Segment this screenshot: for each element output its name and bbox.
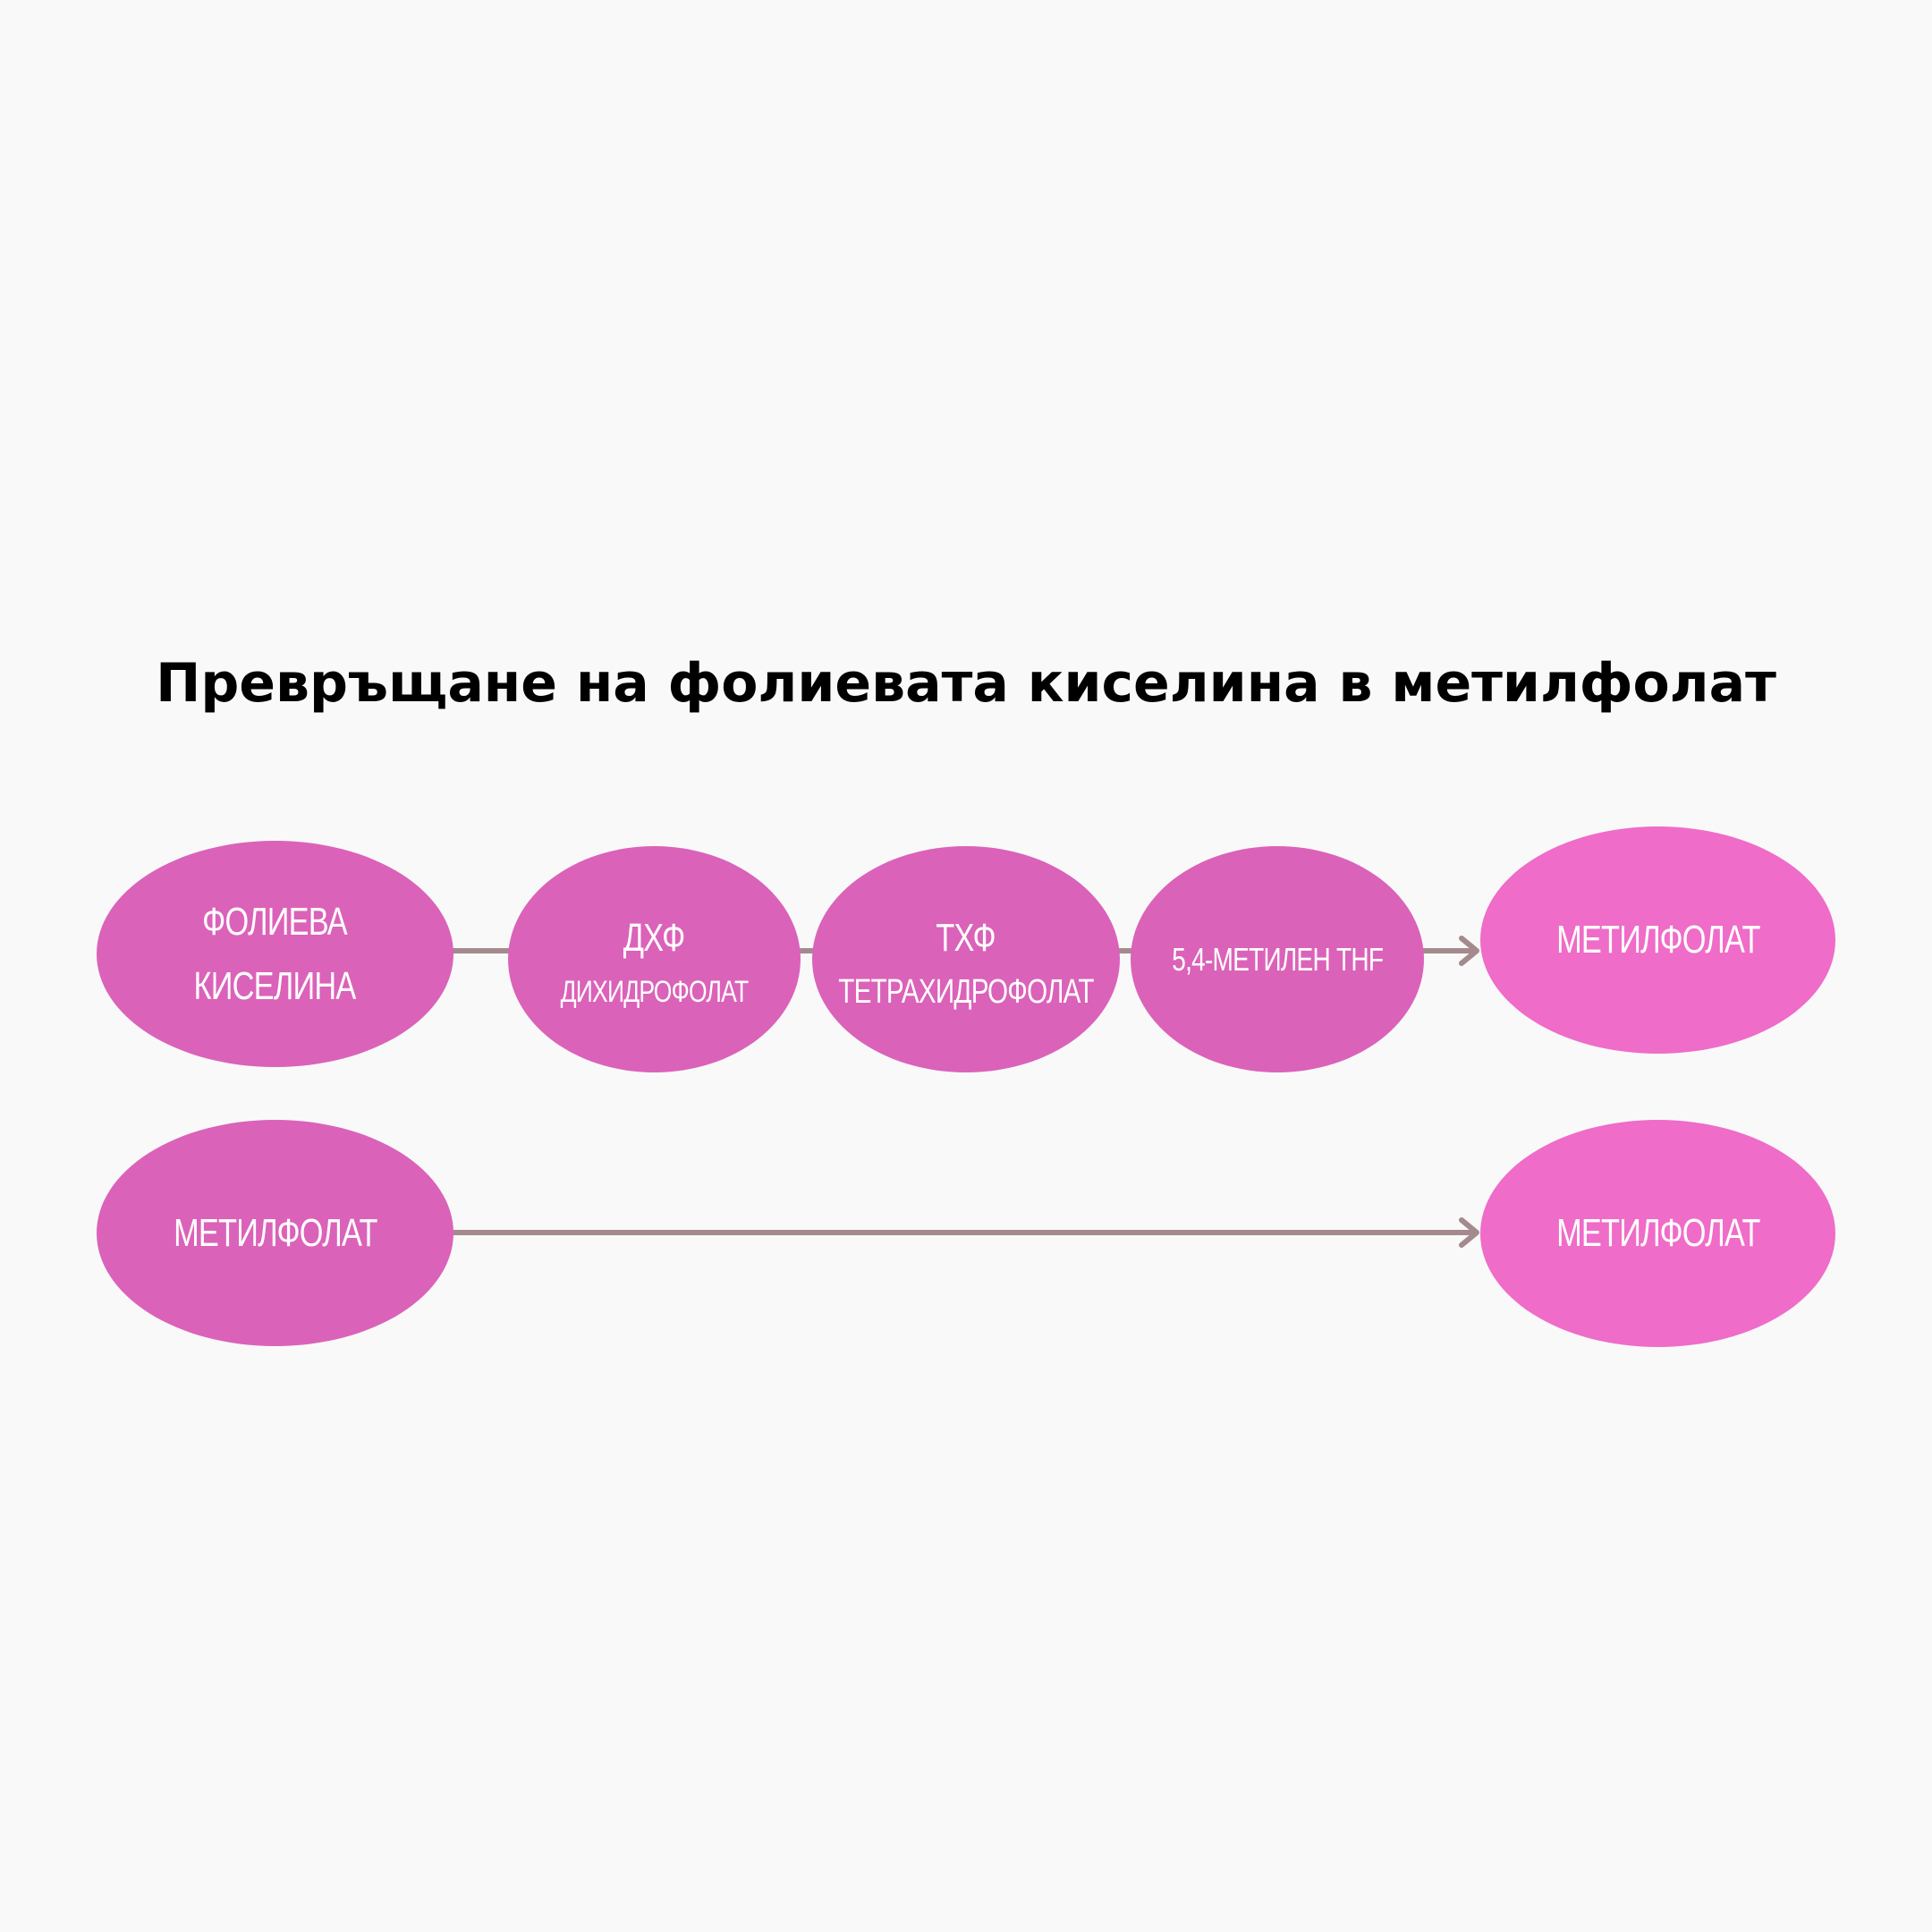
node-thf: ТХФ тетрахидрофолат: [812, 846, 1120, 1072]
node-folic-acid-label: Фолиева киселина: [194, 899, 357, 1008]
node-thf-label: ТХФ: [936, 915, 996, 960]
node-methylene-thf: 5,4-метилен THF: [1131, 846, 1424, 1072]
node-dhf-sublabel: дихидрофолат: [560, 974, 750, 1009]
node-methylfolate-row2-target: метилфолат: [1480, 1120, 1835, 1347]
arrowhead-row2: [1459, 1217, 1479, 1248]
node-dhf-label: ДХФ: [623, 915, 686, 960]
node-methylene-thf-label: 5,4-метилен THF: [1172, 940, 1384, 978]
node-dhf: ДХФ дихидрофолат: [508, 846, 801, 1072]
node-methylfolate-row2-source-label: метилфолат: [173, 1210, 377, 1255]
node-thf-sublabel: тетрахидрофолат: [838, 972, 1094, 1011]
node-folic-acid: Фолиева киселина: [97, 841, 453, 1067]
arrowhead-row1: [1459, 936, 1479, 966]
node-methylfolate-row2-source: метилфолат: [97, 1120, 453, 1346]
page-title: Превръщане на фолиевата киселина в метил…: [156, 652, 1776, 715]
node-methylfolate-row1: метилфолат: [1480, 826, 1835, 1054]
node-methylfolate-row2-target-label: метилфолат: [1555, 1211, 1760, 1255]
node-methylfolate-row1-label: метилфолат: [1555, 918, 1760, 962]
